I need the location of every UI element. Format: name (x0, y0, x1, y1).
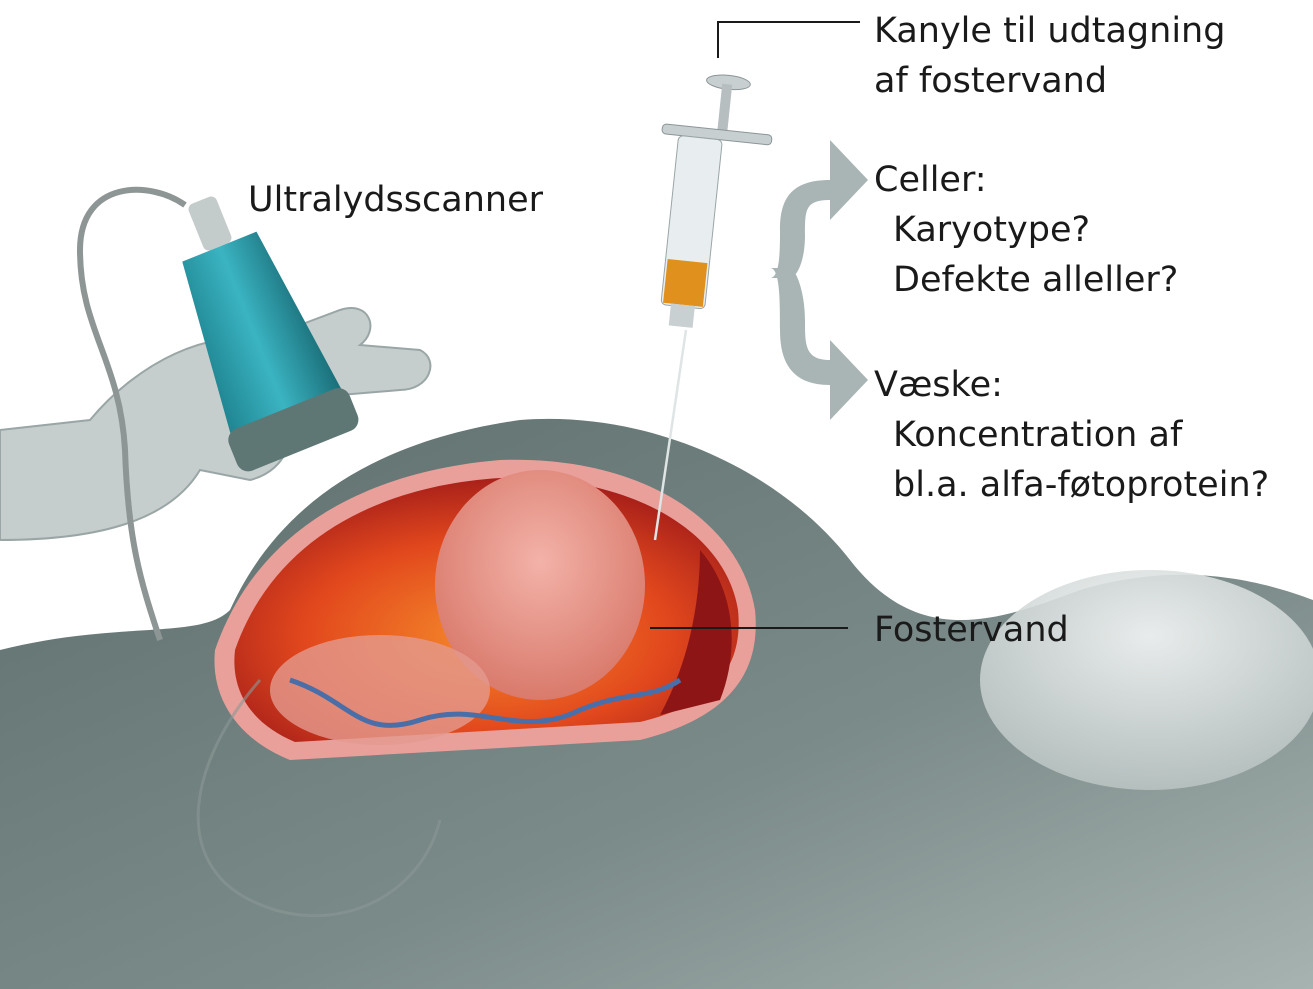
lower-body-outline (196, 679, 442, 918)
label-amniotic-fluid: Fostervand (874, 610, 1069, 650)
fetus-body (270, 635, 490, 745)
needle (653, 329, 688, 541)
label-fluid-title: Væske: (874, 365, 1003, 405)
probe-cable (76, 186, 187, 641)
label-fluid-afp: bl.a. alfa-føtoprotein? (893, 465, 1270, 505)
syringe (660, 74, 773, 328)
label-needle-line1: Kanyle til udtagning (874, 11, 1226, 51)
label-fluid-concentration: Koncentration af (893, 415, 1183, 455)
fetus-head (435, 470, 645, 700)
label-needle-line2: af fostervand (874, 61, 1108, 101)
label-cells-alleles: Defekte alleller? (893, 260, 1179, 300)
branch-arrow-fluid (735, 268, 868, 420)
umbilical-cord (289, 677, 682, 728)
breast-shape (980, 570, 1313, 790)
label-cells-karyotype: Karyotype? (893, 210, 1091, 250)
needle-leader-line (717, 21, 860, 58)
branch-arrow-cells (735, 140, 868, 278)
placenta (660, 550, 732, 715)
ultrasound-probe (182, 196, 359, 472)
label-ultrasound-scanner: Ultralydsscanner (248, 180, 544, 220)
label-cells-title: Celler: (874, 160, 987, 200)
